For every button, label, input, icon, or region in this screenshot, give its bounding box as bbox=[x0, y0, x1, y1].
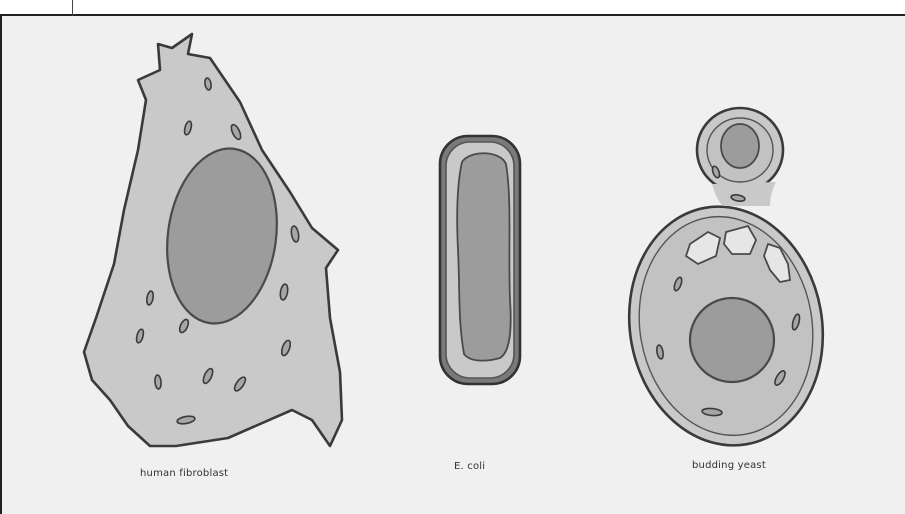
yeast-neck bbox=[712, 182, 776, 206]
ecoli-label: E. coli bbox=[454, 461, 485, 472]
fibroblast-label: human fibroblast bbox=[140, 468, 228, 479]
ecoli-cytoplasm bbox=[457, 153, 510, 360]
yeast-label: budding yeast bbox=[692, 460, 766, 471]
yeast-cell bbox=[611, 108, 842, 461]
ecoli-cell bbox=[440, 136, 520, 384]
yeast-nucleus bbox=[690, 298, 774, 382]
yeast-bud-nucleus bbox=[721, 124, 759, 168]
fibroblast-cell bbox=[84, 34, 342, 446]
